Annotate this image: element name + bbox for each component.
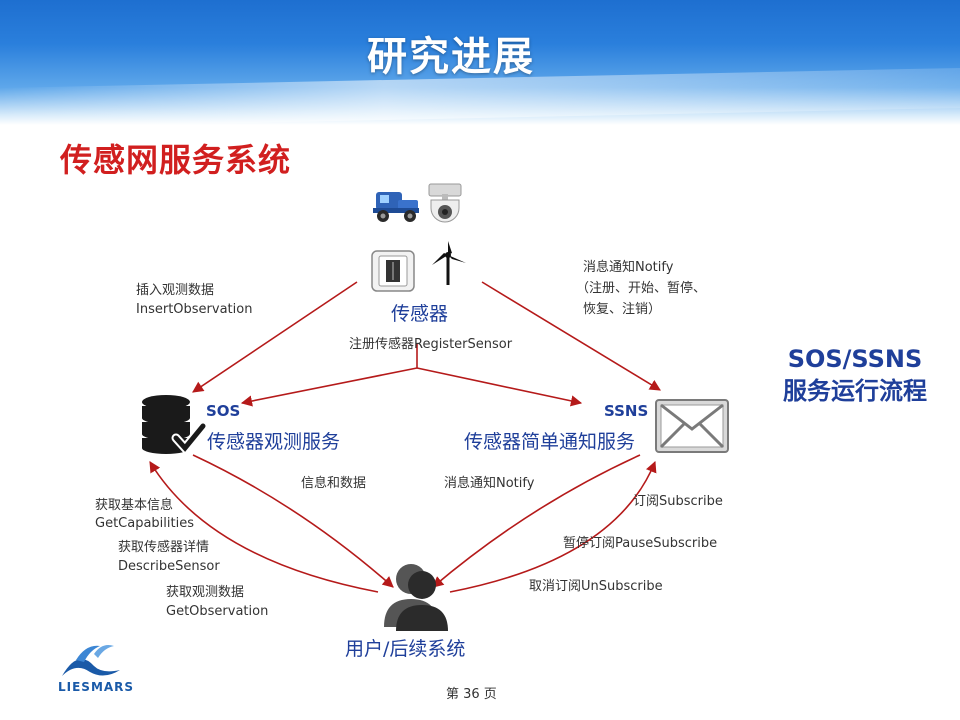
user-label: 用户/后续系统 (345, 638, 466, 660)
arrow-sos-requests (149, 461, 379, 593)
logo-text: LIESMARS (58, 680, 135, 694)
subscribe-label: 订阅Subscribe (633, 494, 723, 509)
sensor-label: 传感器 (391, 303, 449, 325)
insert-observation-en: InsertObservation (136, 302, 253, 317)
get-observation-cn: 获取观测数据 (166, 585, 245, 600)
pause-subscribe-label: 暂停订阅PauseSubscribe (563, 536, 718, 551)
register-sensor-label: 注册传感器RegisterSensor (349, 337, 513, 352)
describe-sensor-en: DescribeSensor (118, 559, 220, 574)
arrow-register-ssns (416, 367, 583, 407)
describe-sensor-cn: 获取传感器详情 (118, 540, 210, 555)
arrow-notify-user (432, 454, 641, 588)
sos-abbr: SOS (206, 402, 241, 420)
side-title-line1: SOS/SSNS (787, 345, 923, 373)
dome-camera-icon (425, 182, 465, 234)
page-number: 第 36 页 (446, 687, 497, 702)
get-observation-en: GetObservation (166, 604, 269, 619)
envelope-icon (654, 398, 730, 458)
liesmars-logo-icon (60, 640, 122, 684)
arrow-info-data (192, 454, 394, 588)
insert-observation-cn: 插入观测数据 (136, 283, 215, 298)
notify-top-line2: （注册、开始、暂停、 (576, 281, 707, 296)
section-title: 传感网服务系统 (60, 141, 292, 179)
unsubscribe-label: 取消订阅UnSubscribe (529, 579, 663, 594)
toy-car-icon (370, 186, 422, 230)
sensor-device-icon (371, 250, 415, 296)
notify-top-line3: 恢复、注销） (583, 302, 662, 317)
ssns-label: 传感器简单通知服务 (464, 431, 636, 453)
get-capabilities-en: GetCapabilities (95, 516, 194, 531)
arrow-notify-ssns (481, 281, 661, 391)
ssns-abbr: SSNS (604, 402, 649, 420)
sos-label: 传感器观测服务 (207, 431, 341, 453)
page-title: 研究进展 (367, 34, 535, 80)
get-capabilities-cn: 获取基本信息 (95, 498, 174, 513)
database-check-icon (140, 394, 208, 460)
wind-turbine-icon (430, 241, 468, 291)
notify-top-line1: 消息通知Notify (583, 260, 674, 275)
info-data-label: 信息和数据 (301, 476, 367, 491)
arrow-subscriptions (449, 460, 657, 593)
side-title-line2: 服务运行流程 (783, 377, 927, 405)
notify-mid-label: 消息通知Notify (444, 476, 535, 491)
user-icon (380, 561, 452, 635)
arrow-register-sos (240, 367, 418, 407)
arrow-insert-observation (192, 281, 358, 393)
